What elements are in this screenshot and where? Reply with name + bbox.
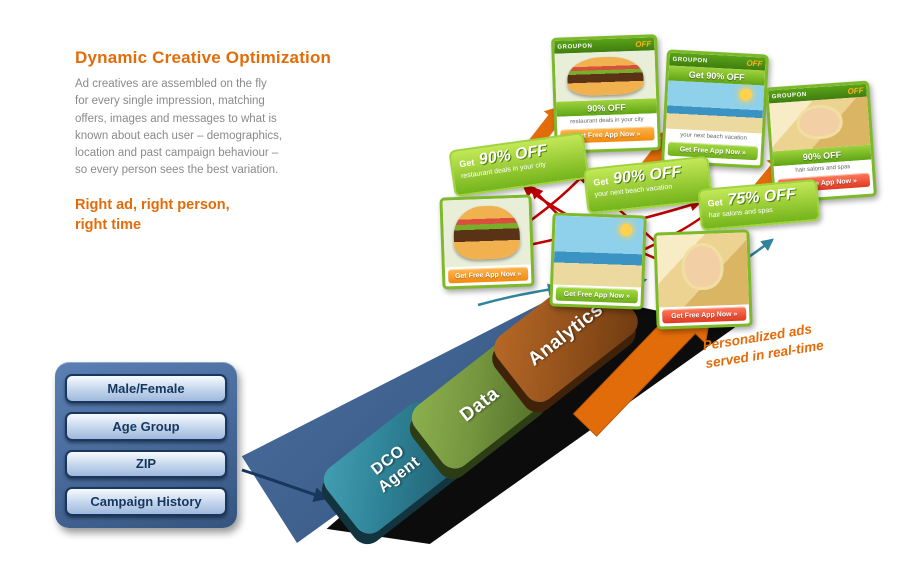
mini-ad-burger: Get Free App Now » — [439, 194, 535, 290]
brand-label: GROUPON — [557, 42, 593, 51]
profile-pill-gender: Male/Female — [65, 374, 227, 403]
get-app-button[interactable]: Get Free App Now » — [662, 306, 747, 324]
burger-image — [554, 50, 657, 102]
brand-label: GROUPON — [771, 91, 808, 100]
coupon-salon: Get 75% OFF hair salons and spas — [697, 178, 821, 232]
ad-card-beach: GROUPON OFF Get 90% OFF your next beach … — [661, 49, 769, 169]
profile-pill-age-group: Age Group — [65, 411, 227, 441]
brand-label: GROUPON — [672, 56, 708, 65]
coupon-beach: Get 90% OFF your next beach vacation — [582, 155, 714, 215]
ad-caption: restaurant deals in your city — [556, 113, 658, 128]
beach-image — [553, 215, 644, 288]
profile-pill-zip: ZIP — [65, 449, 227, 479]
burger-image — [442, 197, 531, 268]
coupon-get-label: Get — [707, 197, 724, 209]
user-profile-panel: Male/Female Age Group ZIP Campaign Histo… — [55, 362, 237, 528]
coupon-get-label: Get — [592, 176, 609, 188]
woman-image — [769, 96, 871, 152]
get-app-button[interactable]: Get Free App Now » — [555, 286, 639, 304]
off-badge: OFF — [746, 58, 763, 69]
off-badge: OFF — [635, 39, 652, 49]
beach-image — [665, 80, 765, 134]
callout-text: Right ad, right person, right time — [75, 197, 230, 233]
get-app-button[interactable]: Get Free App Now » — [447, 266, 529, 284]
profile-pill-campaign-history: Campaign History — [65, 487, 227, 516]
description-text: Ad creatives are assembled on the fly fo… — [75, 78, 283, 177]
woman-image — [656, 232, 749, 308]
coupon-get-label: Get — [458, 157, 475, 170]
mini-ad-woman: Get Free App Now » — [653, 229, 753, 330]
off-badge: OFF — [847, 85, 864, 97]
mini-ad-beach: Get Free App Now » — [549, 212, 647, 310]
page-title: Dynamic Creative Optimization — [75, 48, 332, 67]
coupon-restaurant: Get 90% OFF restaurant deals in your cit… — [448, 131, 590, 198]
